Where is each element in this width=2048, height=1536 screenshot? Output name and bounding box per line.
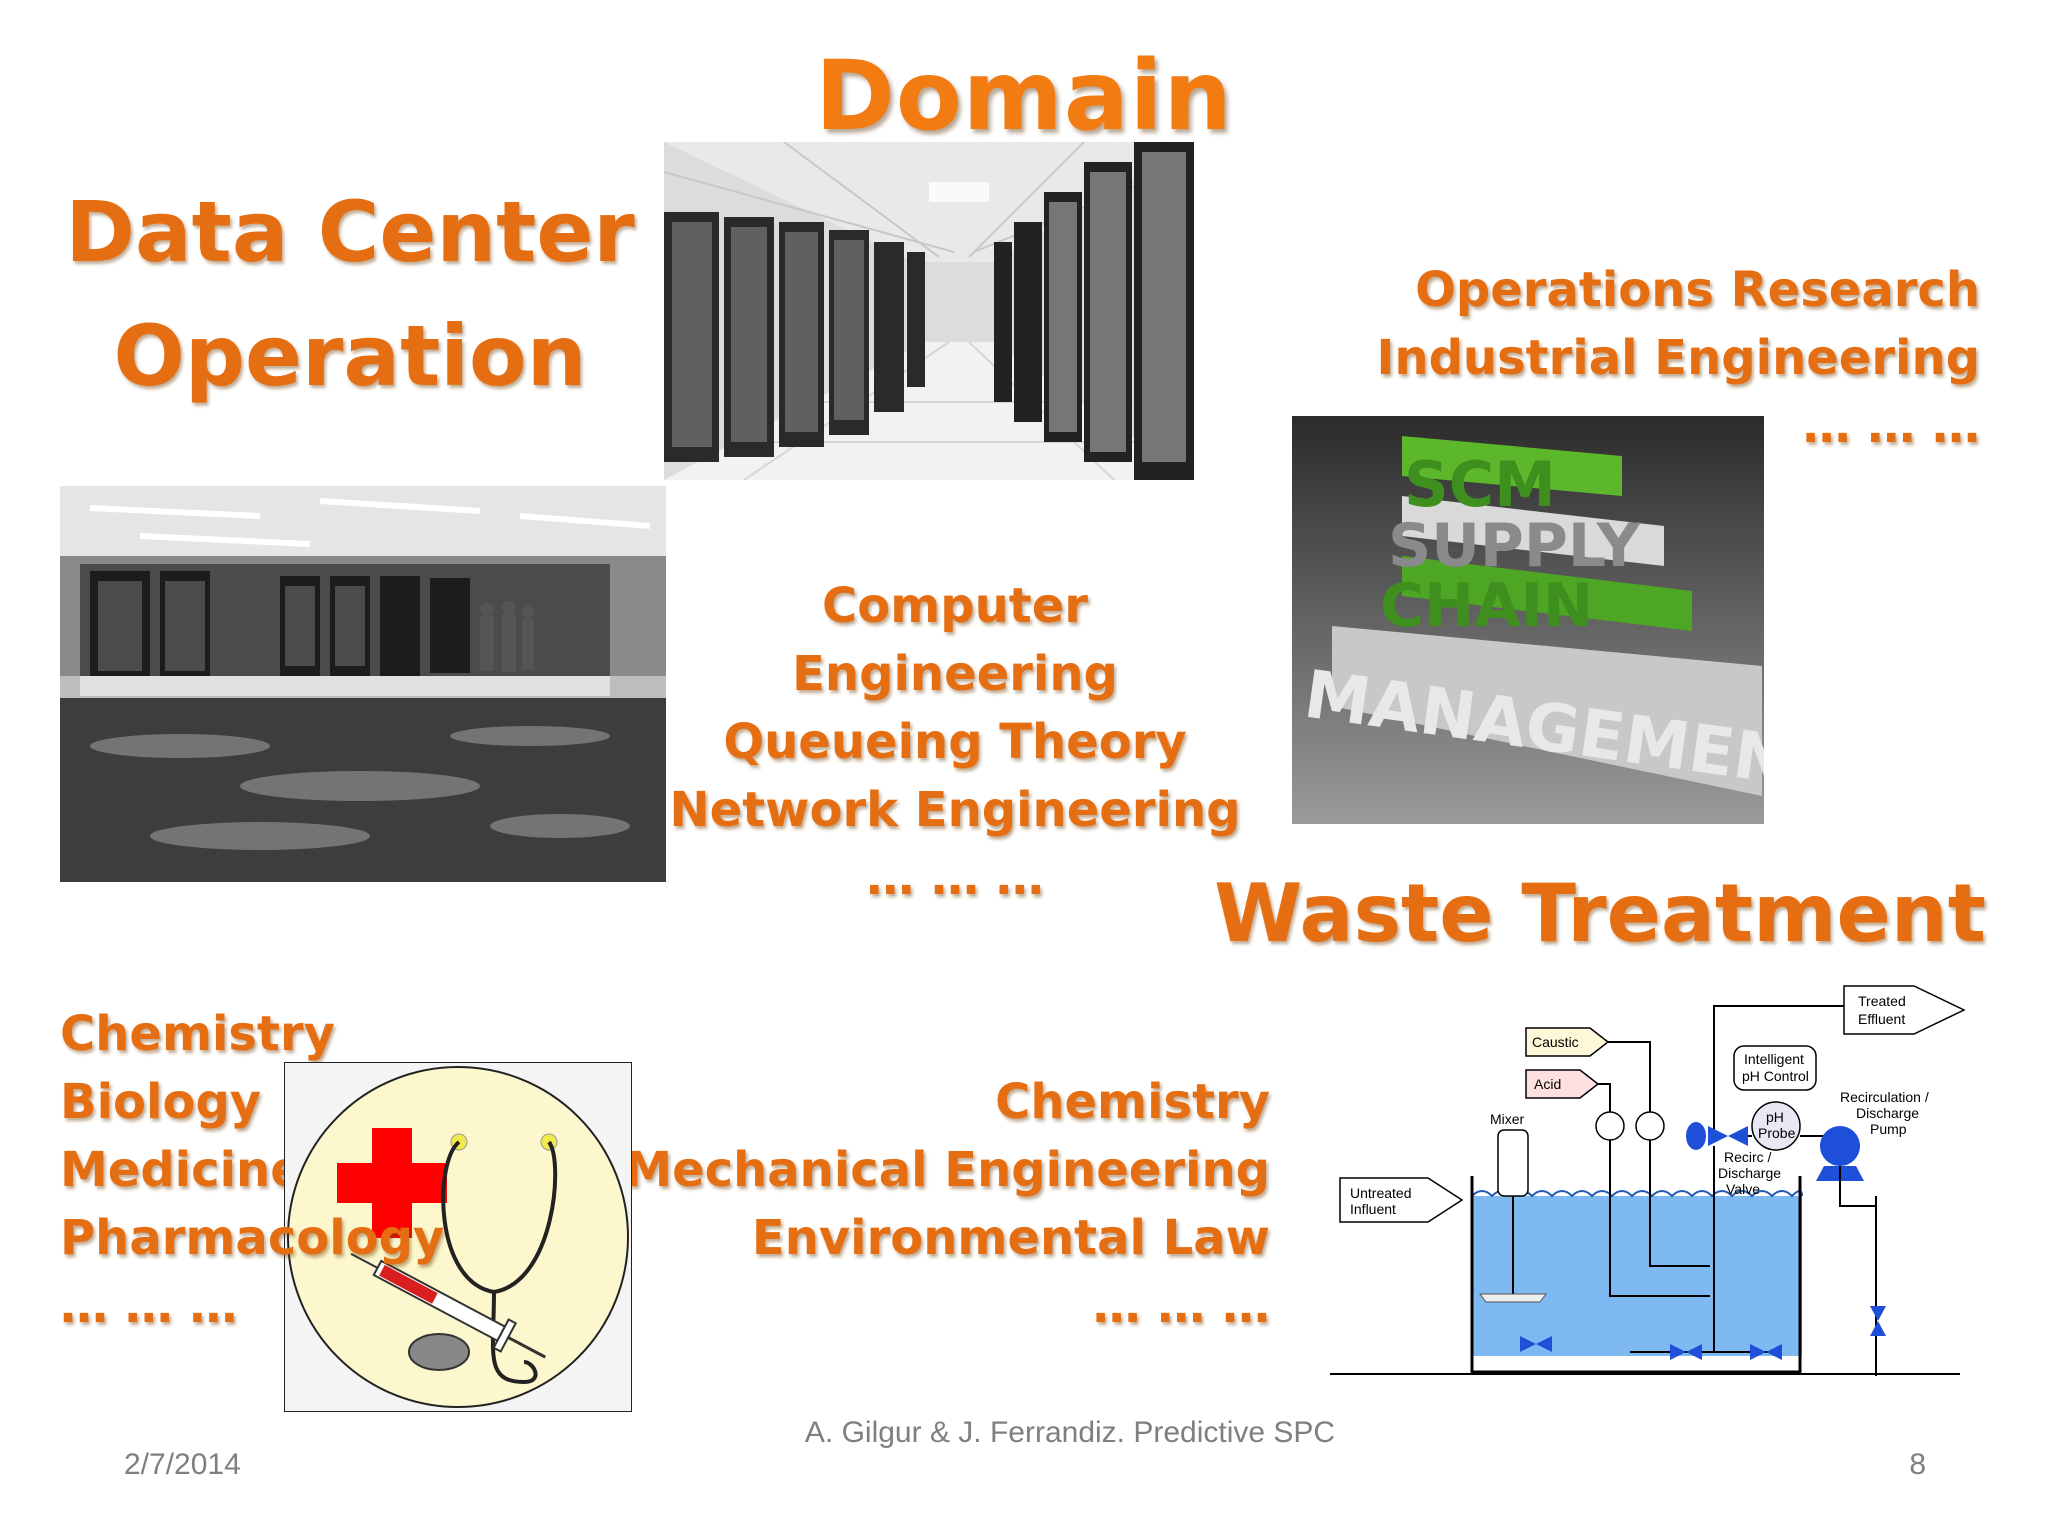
footer-center: A. Gilgur & J. Ferrandiz. Predictive SPC — [804, 1416, 1336, 1449]
ph-probe-label-2: Probe — [1758, 1125, 1796, 1141]
waste-fields-line-3: Environmental Law — [751, 1210, 1270, 1266]
acid-label: Acid — [1534, 1076, 1561, 1092]
waste-treatment-heading: Waste Treatment — [1214, 867, 1986, 960]
server-room-image — [664, 142, 1194, 480]
recirc-pump-label-3: Pump — [1870, 1121, 1907, 1137]
data-center-heading: Data Center Operation — [60, 170, 640, 418]
ph-probe-label-1: pH — [1766, 1109, 1784, 1125]
medical-line-2: Biology — [60, 1074, 262, 1130]
intelligent-label-1: Intelligent — [1744, 1051, 1804, 1067]
ops-research-line-3: … … … — [1802, 398, 1980, 454]
computer-eng-line-4: … … … — [866, 850, 1044, 906]
scm-word-3: CHAIN — [1380, 571, 1593, 641]
untreated-label-1: Untreated — [1350, 1185, 1411, 1201]
medical-fields-list: Chemistry Biology Medicine Pharmacology … — [60, 1000, 460, 1340]
footer-date: 2/7/2014 — [124, 1448, 241, 1481]
intelligent-label-2: pH Control — [1742, 1068, 1809, 1084]
computer-eng-line-2: Queueing Theory — [723, 714, 1187, 770]
recirc-pump-label-1: Recirculation / — [1840, 1089, 1929, 1105]
ops-research-line-1: Operations Research — [1415, 262, 1980, 318]
computer-eng-list: Computer Engineering Queueing Theory Net… — [660, 572, 1250, 912]
ops-research-list: Operations Research Industrial Engineeri… — [1280, 256, 1980, 460]
waste-fields-line-4: … … … — [1092, 1278, 1270, 1334]
recirc-valve-label-2: Discharge — [1718, 1165, 1781, 1181]
ph-control-diagram: Treated Effluent Caustic Acid Intelligen… — [1330, 976, 1970, 1396]
medical-line-1: Chemistry — [60, 1006, 335, 1062]
computer-eng-line-1: Computer Engineering — [792, 578, 1118, 702]
recirc-pump-label-2: Discharge — [1856, 1105, 1919, 1121]
scm-image: SCM SUPPLY CHAIN MANAGEMENT — [1292, 416, 1764, 824]
computer-eng-line-3: Network Engineering — [669, 782, 1241, 838]
slide-title: Domain — [815, 40, 1233, 152]
untreated-label-2: Influent — [1350, 1201, 1396, 1217]
scm-word-1: SCM — [1404, 448, 1556, 521]
scm-word-2: SUPPLY — [1388, 511, 1642, 581]
recirc-valve-label-1: Recirc / — [1724, 1149, 1772, 1165]
mainframe-room-image — [60, 486, 666, 882]
medical-line-5: … … … — [60, 1278, 238, 1334]
syringe-icon — [350, 1252, 546, 1359]
data-center-heading-line2: Operation — [113, 307, 587, 405]
medical-illustration — [284, 1062, 632, 1412]
treated-label-2: Effluent — [1858, 1011, 1905, 1027]
treated-label-1: Treated — [1858, 993, 1906, 1009]
waste-fields-list: Chemistry Mechanical Engineering Environ… — [620, 1068, 1270, 1340]
medical-line-4: Pharmacology — [60, 1210, 445, 1266]
footer-page-number: 8 — [1909, 1448, 1926, 1481]
ops-research-line-2: Industrial Engineering — [1376, 330, 1980, 386]
mixer-label: Mixer — [1490, 1111, 1525, 1127]
data-center-heading-line1: Data Center — [65, 183, 635, 281]
recirc-valve-label-3: Valve — [1726, 1181, 1760, 1197]
waste-fields-line-1: Chemistry — [995, 1074, 1270, 1130]
caustic-label: Caustic — [1532, 1034, 1579, 1050]
medical-line-3: Medicine — [60, 1142, 303, 1198]
waste-fields-line-2: Mechanical Engineering — [624, 1142, 1270, 1198]
red-cross-icon — [337, 1128, 447, 1238]
